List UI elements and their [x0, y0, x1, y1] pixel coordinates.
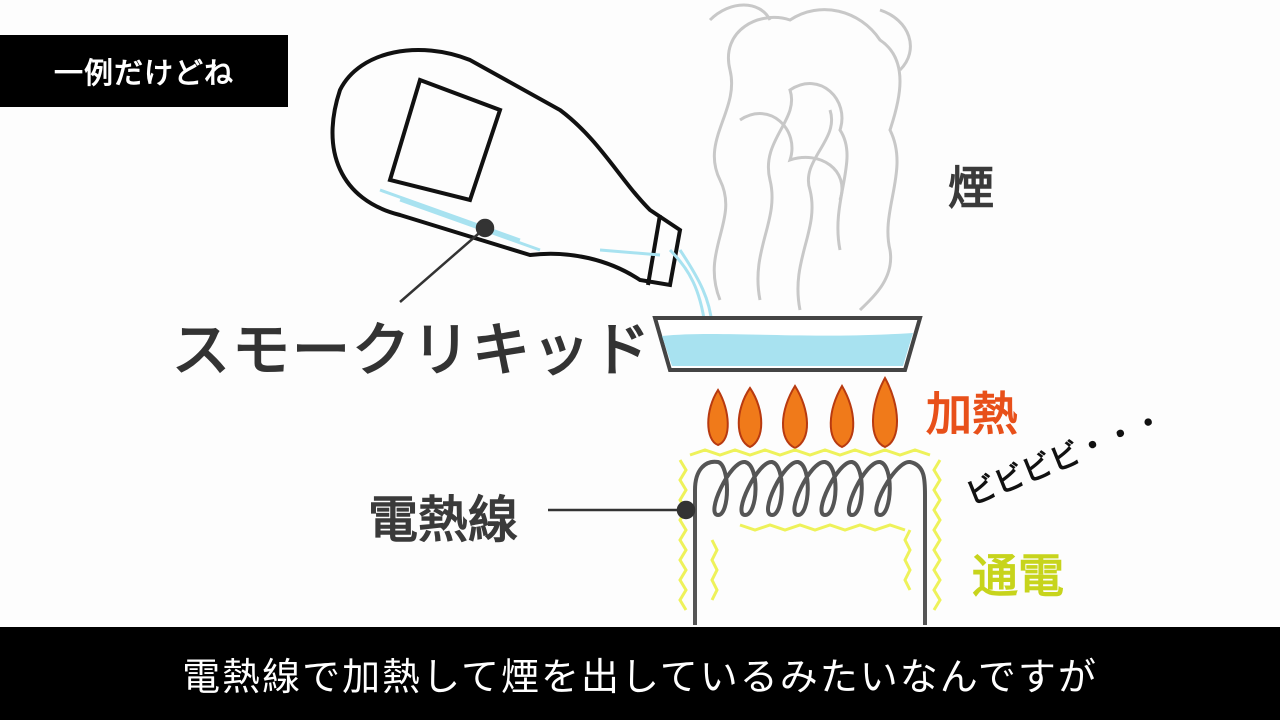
leader-lines: [399, 218, 696, 520]
heating-label: 加熱: [926, 387, 1018, 441]
heating-wire-label: 電熱線: [368, 491, 518, 549]
bottle: [330, 48, 683, 288]
example-badge: 一例だけどね: [0, 35, 288, 107]
smoke-label: 煙: [948, 161, 994, 215]
flames: [707, 375, 898, 450]
smoke: [708, 3, 912, 312]
liquid-stream: [379, 188, 714, 326]
current-glow: [678, 448, 942, 611]
pan: [652, 316, 923, 372]
heating-coil: [693, 459, 927, 625]
current-label: 通電: [972, 549, 1064, 603]
subtitle-caption: 電熱線で加熱して煙を出しているみたいなんですが: [0, 627, 1280, 720]
smoke-liquid-label: スモークリキッド: [172, 316, 653, 384]
